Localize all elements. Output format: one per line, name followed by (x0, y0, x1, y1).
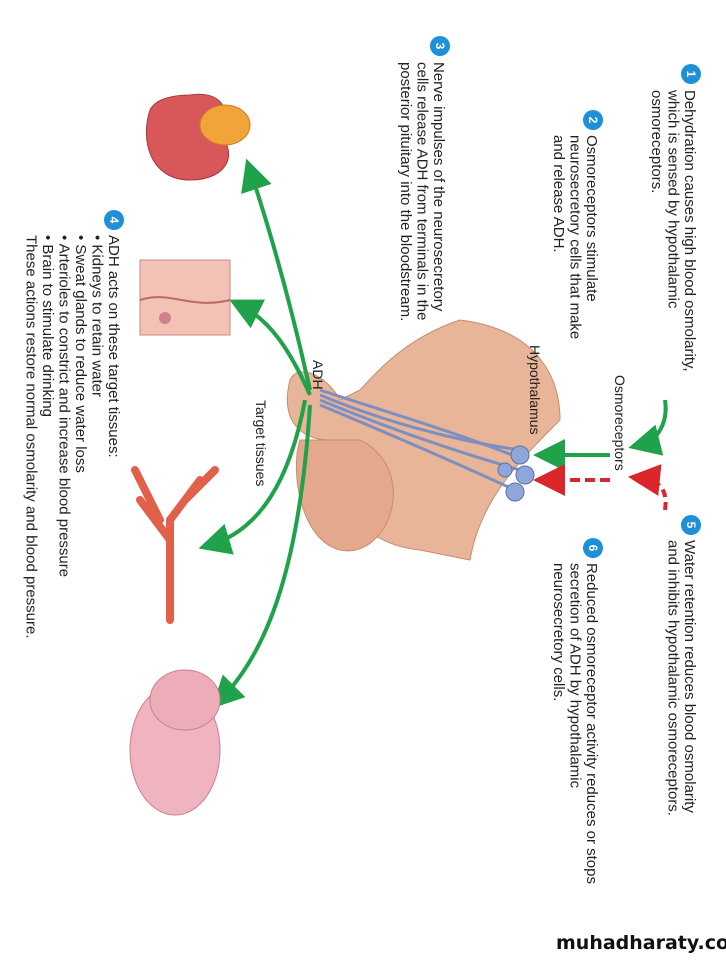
text-line: which is sensed by hypothalamic (664, 90, 682, 309)
text-line: • Brain to stimulate drinking (39, 235, 56, 417)
text-line: Water retention reduces blood osmolarity (681, 540, 698, 813)
brain-image (129, 669, 221, 816)
arrow-to-kidney (241, 158, 312, 391)
target-tissues-label: Target tissues (253, 400, 269, 487)
step-1-badge: 1 (681, 64, 701, 84)
arrows (198, 158, 668, 709)
adh-label: ADH (310, 360, 326, 390)
text-line: Dehydration causes high blood osmolarity… (681, 90, 698, 372)
text-line: These actions restore normal osmolarity … (22, 235, 40, 639)
text-line: • Sweat glands to reduce water loss (72, 235, 89, 473)
arrow-1-to-2 (628, 399, 668, 456)
text-line: and release ADH. (550, 135, 567, 253)
watermark: muhadharaty.com (556, 932, 726, 954)
text-line: neurosecretory cells that make (566, 135, 584, 340)
arrow-to-arteriole (198, 399, 307, 555)
kidney-image (145, 93, 251, 181)
step-6-badge: 6 (583, 538, 603, 558)
text-line: neurosecretory cells. (550, 563, 567, 702)
text-line: posterior pituitary into the bloodstream… (397, 62, 414, 322)
step-5-text: Water retention reduces blood osmolarity… (664, 540, 699, 816)
text-line: secretion of ADH by hypothalamic (566, 563, 584, 789)
step-3-badge: 3 (430, 36, 450, 56)
step-4-text: ADH acts on these target tissues:• Kidne… (22, 235, 123, 639)
text-line: • Kidneys to retain water (88, 235, 106, 397)
arrow-5-to-osmo (628, 464, 668, 511)
step-5-badge: 5 (681, 515, 701, 535)
arrow-to-brain (211, 404, 312, 709)
text-line: and inhibits hypothalamic osmoreceptors. (664, 540, 682, 816)
text-line: Reduced osmoreceptor activity reduces or… (583, 563, 600, 884)
text-line: Nerve impulses of the neurosecretory (430, 62, 447, 312)
step-1-text: Dehydration causes high blood osmolarity… (648, 90, 698, 372)
hypothalamus-label: Hypothalamus (527, 345, 543, 435)
osmoreceptors-label: Osmoreceptors (612, 375, 628, 471)
text-line: cells release ADH from terminals in the (413, 62, 431, 321)
step-2-badge: 2 (583, 110, 603, 130)
text-line: osmoreceptors. (648, 90, 665, 194)
text-line: Osmoreceptors stimulate (583, 135, 600, 302)
text-line: • Arterioles to constrict and increase b… (55, 235, 73, 578)
arteriole-image (131, 466, 219, 624)
step-6-text: Reduced osmoreceptor activity reduces or… (550, 563, 600, 884)
sweat-gland-image (139, 259, 231, 336)
hypothalamus-pituitary (286, 319, 561, 561)
text-line: ADH acts on these target tissues: (105, 235, 122, 458)
arrow-to-sweat-gland (229, 299, 312, 396)
step-4-badge: 4 (104, 210, 124, 230)
